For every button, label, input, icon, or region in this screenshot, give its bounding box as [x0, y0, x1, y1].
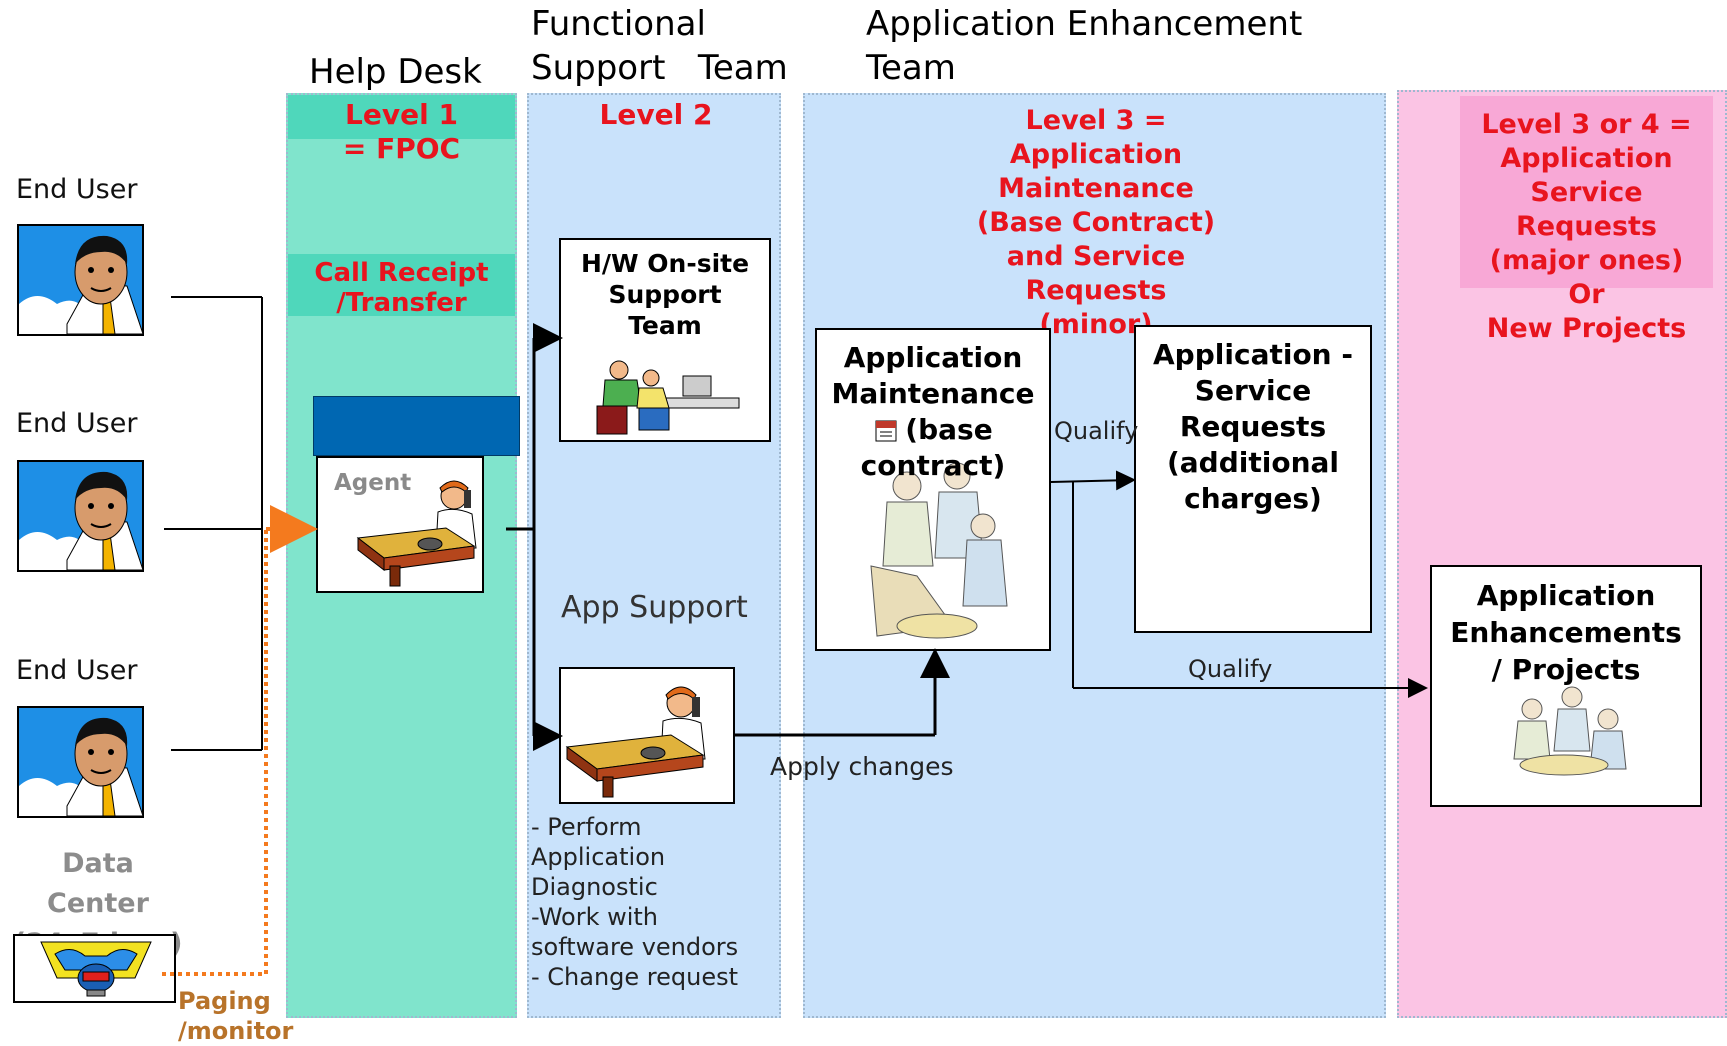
team-meeting-icon	[870, 462, 1008, 639]
projects-line2: Enhancements	[1450, 616, 1682, 649]
app-support-label: App Support	[561, 590, 748, 625]
enh-level-line1: Level 3 =	[1025, 105, 1167, 136]
enhancement-header-line1: Application Enhancement	[866, 4, 1303, 44]
agent-label: Agent	[334, 470, 412, 496]
help-desk-level-band	[288, 95, 515, 139]
enh-level-line2: Application	[1009, 139, 1183, 170]
note-line-4: -Work with	[531, 903, 659, 931]
hw-support-line1: H/W On-site	[580, 249, 750, 278]
maintenance-line3: (base	[817, 412, 1049, 448]
hw-support-box[interactable]: H/W On-site Support Team	[559, 238, 771, 442]
end-user-connector	[164, 296, 263, 751]
proj-level-line7: New Projects	[1486, 313, 1687, 344]
doc-icon	[875, 420, 897, 442]
technician-icon	[596, 360, 740, 435]
agent-desk-icon	[565, 686, 706, 798]
qualify-label-2: Qualify	[1188, 655, 1273, 683]
enh-level-line7: (minor)	[1039, 309, 1153, 340]
maintenance-line4: contract)	[860, 449, 1006, 482]
hw-support-line3: Team	[628, 311, 702, 340]
qualify-label-1: Qualify	[1054, 417, 1139, 445]
person-avatar-icon	[17, 460, 144, 572]
team-meeting-icon	[1513, 686, 1627, 776]
help-desk-level: Level 1 = FPOC	[288, 98, 515, 166]
paging-line1: Paging	[178, 987, 271, 1015]
functional-header-line2: Support Team	[531, 48, 788, 88]
service-line1: Application -	[1153, 338, 1353, 371]
agent-box[interactable]: Agent	[316, 456, 484, 593]
call-receipt-label: Call Receipt /Transfer	[288, 258, 515, 318]
help-desk-level-line2: = FPOC	[342, 132, 461, 165]
proj-level-line4: Requests	[1515, 211, 1657, 242]
maintenance-label: Application Maintenance (base contract)	[817, 340, 1049, 484]
proj-level-line5: (major ones)	[1489, 245, 1684, 276]
hw-support-label: H/W On-site Support Team	[561, 248, 769, 341]
note-line-2: Application	[531, 843, 666, 871]
projects-box[interactable]: Application Enhancements / Projects	[1430, 565, 1702, 807]
data-center-line1: Data Center	[47, 848, 149, 919]
apply-changes-connector	[735, 648, 950, 737]
hw-support-line2: Support	[608, 280, 722, 309]
paging-connector	[162, 505, 318, 976]
enhancement-header-line2: Team	[866, 48, 956, 88]
service-line5: charges)	[1184, 482, 1322, 515]
service-line4: (additional	[1166, 446, 1340, 479]
proj-level-line2: Application	[1500, 143, 1673, 174]
enh-level-line4: (Base Contract)	[976, 207, 1216, 238]
projects-level: Level 3 or 4 = Application Service Reque…	[1460, 108, 1713, 346]
maintenance-box[interactable]: Application Maintenance (base contract)	[815, 328, 1051, 651]
service-requests-label: Application - Service Requests (addition…	[1136, 337, 1370, 517]
service-requests-box[interactable]: Application - Service Requests (addition…	[1134, 325, 1372, 633]
maintenance-line1: Application	[843, 341, 1023, 374]
agent-desk-icon	[356, 480, 477, 587]
end-user-label-2: End User	[16, 408, 138, 439]
person-avatar-icon	[17, 706, 144, 818]
person-avatar-icon	[17, 224, 144, 336]
server-alarm-box[interactable]	[13, 934, 176, 1003]
agent-bar	[313, 396, 520, 456]
server-alarm-icon	[40, 941, 152, 997]
call-receipt-band	[288, 254, 515, 316]
enh-level-line5: and Service	[1006, 241, 1186, 272]
enh-level-line6: Requests	[1025, 275, 1167, 306]
end-user-label-3: End User	[16, 655, 138, 686]
help-desk-level-line1: Level 1	[345, 98, 458, 131]
projects-line3: / Projects	[1491, 653, 1641, 686]
paging-line2: /monitor	[178, 1017, 294, 1045]
call-receipt-line1: Call Receipt	[314, 258, 489, 288]
agent-connector	[506, 323, 563, 751]
maintenance-line3-text: (base	[905, 413, 993, 446]
paging-label: Paging /monitor	[178, 986, 293, 1046]
service-line2: Service	[1194, 374, 1312, 407]
app-support-notes: - Perform Application Diagnostic -Work w…	[531, 812, 738, 992]
note-line-5: software vendors	[531, 933, 739, 961]
projects-box-label: Application Enhancements / Projects	[1432, 577, 1700, 688]
help-desk-header: Help Desk	[309, 52, 482, 92]
enhancement-level: Level 3 = Application Maintenance (Base …	[936, 104, 1256, 342]
apply-changes-label: Apply changes	[770, 752, 954, 781]
proj-level-line1: Level 3 or 4 =	[1481, 109, 1692, 140]
service-line3: Requests	[1179, 410, 1327, 443]
note-line-1: - Perform	[531, 813, 642, 841]
projects-level-highlight	[1460, 96, 1713, 288]
qualify-connector	[1050, 470, 1428, 698]
enh-level-line3: Maintenance	[998, 173, 1194, 204]
app-support-box[interactable]	[559, 667, 735, 804]
functional-header-line1: Functional	[531, 4, 706, 44]
maintenance-line2: Maintenance	[831, 377, 1035, 410]
proj-level-line3: Service	[1530, 177, 1643, 208]
functional-level: Level 2	[599, 98, 713, 131]
proj-level-line6: Or	[1568, 279, 1605, 310]
end-user-label-1: End User	[16, 174, 138, 205]
note-line-3: Diagnostic	[531, 873, 658, 901]
note-line-6: - Change request	[531, 963, 739, 991]
call-receipt-line2: /Transfer	[336, 288, 467, 318]
projects-line1: Application	[1476, 579, 1656, 612]
